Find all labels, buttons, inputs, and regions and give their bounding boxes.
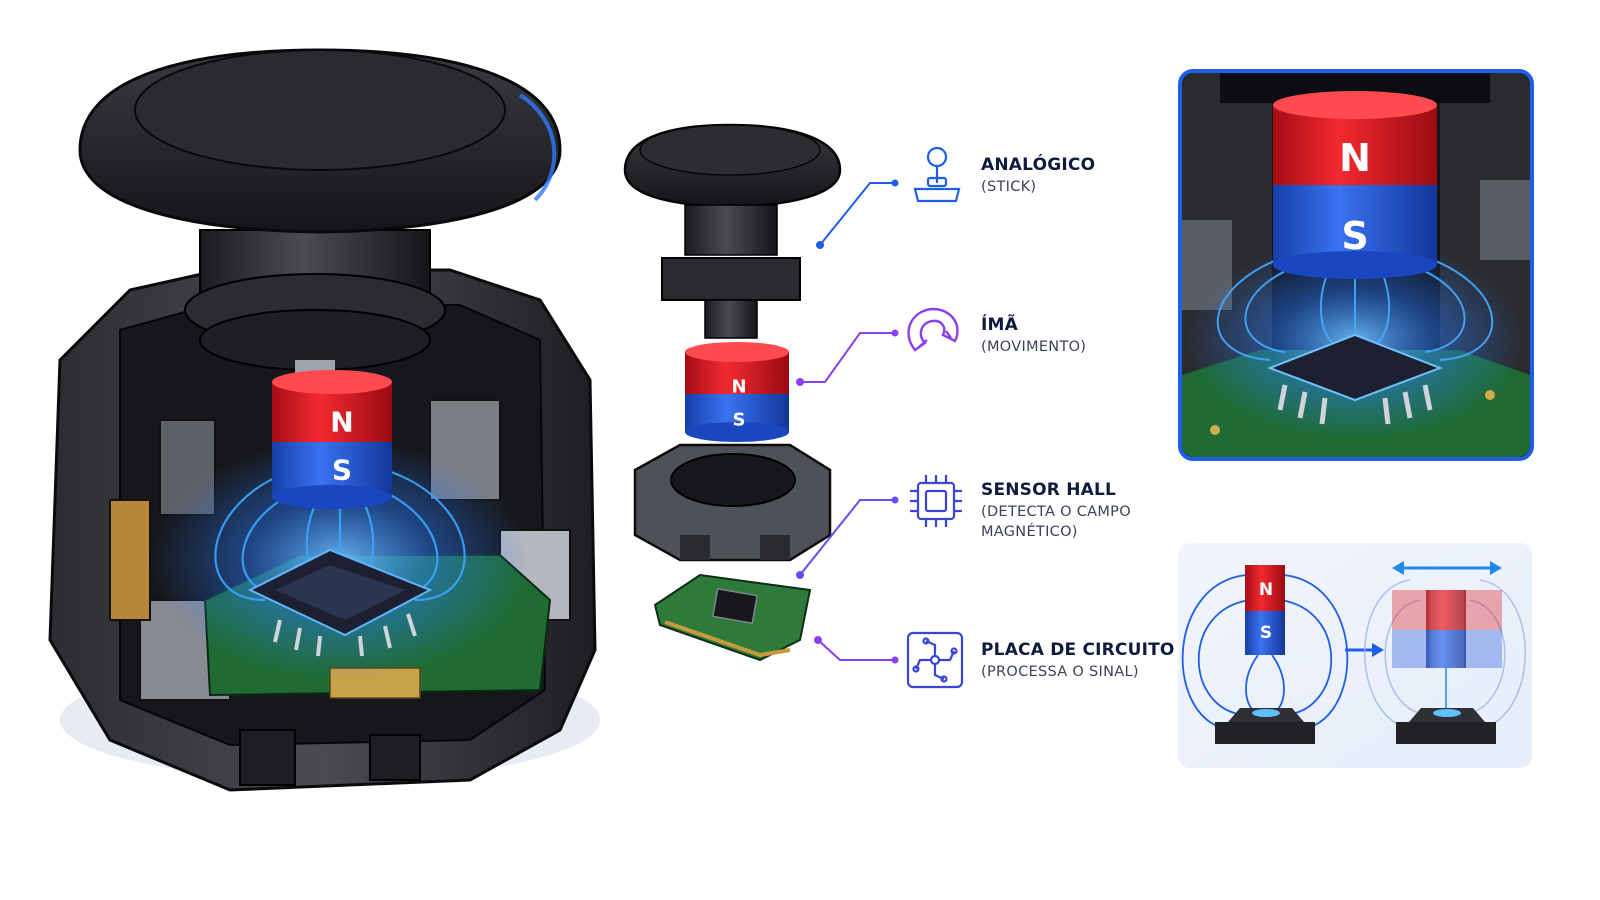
- magnet-south-label: S: [332, 454, 352, 487]
- zoom-magnet-north-label: N: [1339, 136, 1371, 180]
- exploded-shaft: [684, 204, 778, 256]
- callout-dot: [891, 329, 899, 337]
- label-title: ANALÓGICO: [981, 155, 1096, 175]
- callout-dot: [796, 378, 804, 386]
- exploded-shaft-flange: [661, 257, 801, 301]
- chip-icon: [910, 475, 962, 527]
- cap-rim-glow: [518, 93, 557, 202]
- motion-panel: N S: [1178, 543, 1532, 768]
- hall-sensor-die: [275, 565, 405, 620]
- exploded-view: N S: [623, 123, 842, 662]
- label-placa-de-circuito: PLACA DE CIRCUITO (PROCESSA O SINAL): [981, 640, 1175, 682]
- label-title: SENSOR HALL: [981, 480, 1117, 500]
- exploded-cap-top: [639, 124, 821, 176]
- magnet-north-label: N: [330, 406, 353, 439]
- magnet-bottom: [272, 485, 392, 509]
- circuit-board-icon: [906, 631, 964, 689]
- motion-magnet-north-label: N: [1259, 580, 1273, 600]
- cutaway-module: N S: [48, 48, 600, 792]
- motion-moved-magnet-south: [1426, 630, 1466, 668]
- zoom-magnet-bottom: [1273, 251, 1437, 279]
- zoom-side-block: [1480, 180, 1530, 260]
- exploded-housing-tab: [680, 535, 710, 560]
- exploded-pcb-edge-contacts: [664, 620, 791, 658]
- zoom-magnet-top: [1273, 91, 1437, 119]
- callout-dot: [891, 179, 899, 187]
- label-subtitle: (MOVIMENTO): [981, 339, 1087, 356]
- exploded-magnet-north-label: N: [731, 377, 746, 398]
- label-ima: ÍMÃ (MOVIMENTO): [981, 315, 1086, 357]
- magnet-icon: [907, 307, 959, 352]
- zoom-pcb-via: [1210, 425, 1220, 435]
- label-subtitle: (PROCESSA O SINAL): [981, 664, 1139, 681]
- motion-ghost-magnets: [1392, 590, 1502, 668]
- exploded-magnet-south-label: S: [733, 410, 746, 431]
- zoom-hall-chip: [1267, 333, 1443, 402]
- callout-line-sensor: [799, 499, 895, 576]
- callout-dot: [816, 241, 824, 249]
- exploded-shaft-stem: [704, 299, 758, 339]
- housing-foot: [369, 734, 421, 781]
- housing-foot: [239, 729, 296, 786]
- magnet-top: [272, 370, 392, 394]
- callout-dot: [891, 656, 899, 664]
- brass-contact: [109, 499, 151, 621]
- motion-magnet-south: [1245, 611, 1285, 655]
- exploded-chip: [712, 587, 758, 625]
- callout-dot: [796, 571, 804, 579]
- exploded-magnet-top: [685, 342, 789, 362]
- motion-sensor-base: [1215, 722, 1315, 744]
- label-title: PLACA DE CIRCUITO: [981, 640, 1175, 660]
- motion-moved-magnet-north: [1426, 590, 1466, 630]
- exploded-housing-bore: [670, 453, 796, 507]
- stick-cap-top: [134, 49, 506, 171]
- zoom-pcb-via: [1485, 390, 1495, 400]
- callout-line-analogico: [819, 182, 895, 246]
- callout-line-placa: [817, 639, 895, 661]
- motion-sensor-base-right: [1396, 722, 1496, 744]
- motion-arrowhead-left: [1392, 561, 1404, 575]
- callout-lines: [796, 179, 899, 664]
- zoom-chip-pins: [1277, 384, 1433, 425]
- label-subtitle-line2: MAGNÉTICO): [981, 523, 1078, 540]
- zoom-panel: N S: [1178, 69, 1534, 461]
- motion-magnet-north: [1245, 565, 1285, 611]
- chip-pins: [273, 613, 417, 657]
- exploded-housing-tab: [760, 535, 790, 560]
- exploded-magnet-bottom: [685, 422, 789, 442]
- label-title: ÍMÃ: [981, 315, 1018, 335]
- zoom-magnet-south-label: S: [1341, 214, 1368, 258]
- callout-dot: [891, 496, 899, 504]
- motion-transition-arrowhead: [1372, 643, 1384, 657]
- label-sensor-hall: SENSOR HALL (DETECTA O CAMPO MAGNÉTICO): [981, 480, 1131, 541]
- label-analogico: ANALÓGICO (STICK): [981, 155, 1095, 197]
- label-subtitle: (STICK): [981, 179, 1037, 196]
- callout-line-ima: [800, 332, 895, 383]
- motion-arrowhead-right: [1490, 561, 1502, 575]
- motion-magnet-south-label: S: [1260, 623, 1272, 643]
- motion-sensor-glow-right: [1433, 709, 1461, 717]
- motion-sensor-glow: [1252, 709, 1280, 717]
- callout-dot: [814, 636, 822, 644]
- joystick-icon: [913, 146, 961, 203]
- label-subtitle: (DETECTA O CAMPO: [981, 504, 1131, 521]
